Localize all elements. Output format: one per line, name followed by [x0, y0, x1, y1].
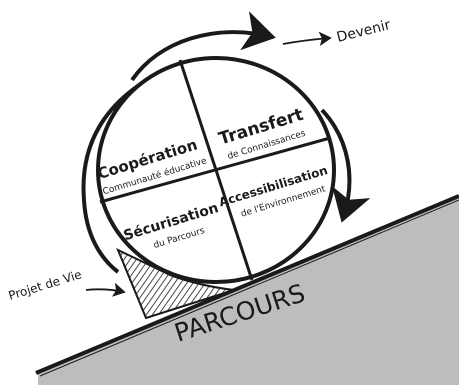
projet-de-vie-arrow [85, 282, 126, 297]
rotation-arrow-right [320, 108, 371, 223]
rotation-arrow [81, 76, 152, 274]
slope [38, 196, 459, 385]
devenir-arrow [282, 31, 332, 47]
rotation-arrow-top [130, 11, 276, 82]
wheel-divider-horizontal [99, 136, 331, 204]
projet-de-vie-label: Projet de Vie [7, 267, 84, 303]
devenir-label: Devenir [335, 17, 392, 46]
slope-edge [35, 194, 459, 375]
